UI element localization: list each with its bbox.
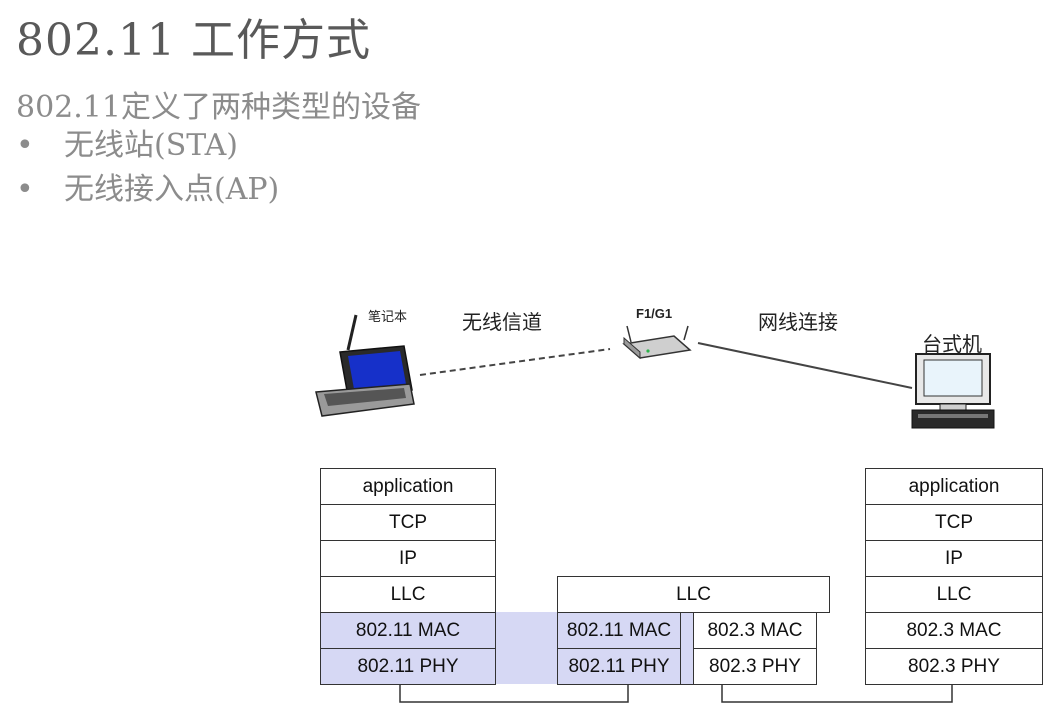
wireless-channel-label: 无线信道 [462,310,542,334]
laptop-icon [315,314,415,417]
ap-stack-llc: LLC [557,576,830,613]
right-physical-connector [721,684,953,703]
bullet-text: 无线站(STA) [64,128,238,163]
bullet-text: 无线接入点(AP) [64,172,280,207]
left-physical-connector [399,684,629,703]
right-stack-mac: 802.3 MAC [865,612,1043,649]
bullet-marker: • [16,172,34,207]
ap-stack-wired-phy: 802.3 PHY [693,648,817,685]
right-stack-phy: 802.3 PHY [865,648,1043,685]
right-stack-application: application [865,468,1043,505]
wired-link-line [697,342,913,389]
left-stack-application: application [320,468,496,505]
ap-stack-wireless-mac: 802.11 MAC [557,612,681,649]
left-stack-ip: IP [320,540,496,577]
left-stack-tcp: TCP [320,504,496,541]
left-stack-llc: LLC [320,576,496,613]
desktop-label: 台式机 [922,332,982,356]
laptop-label: 笔记本 [368,310,408,325]
ap-stack-wired-mac: 802.3 MAC [693,612,817,649]
bullet-item-sta: • 无线站(STA) [16,124,279,168]
left-stack-phy: 802.11 PHY [320,648,496,685]
desktop-icon [911,353,995,429]
intro-text: 802.11定义了两种类型的设备 [16,90,421,125]
access-point-label: F1/G1 [636,306,673,321]
left-stack-mac: 802.11 MAC [320,612,496,649]
wireless-medium-shade [495,612,557,684]
right-stack-tcp: TCP [865,504,1043,541]
ap-stack-bridge-gap [680,612,694,685]
wireless-link-line [419,348,611,376]
access-point-icon [622,325,692,360]
bullet-item-ap: • 无线接入点(AP) [16,168,279,212]
right-stack-ip: IP [865,540,1043,577]
bullet-list: • 无线站(STA) • 无线接入点(AP) [16,124,279,212]
ap-stack-wireless-phy: 802.11 PHY [557,648,681,685]
right-stack-llc: LLC [865,576,1043,613]
wired-link-label: 网线连接 [758,310,838,334]
bullet-marker: • [16,128,34,163]
slide-title: 802.11 工作方式 [16,15,371,66]
